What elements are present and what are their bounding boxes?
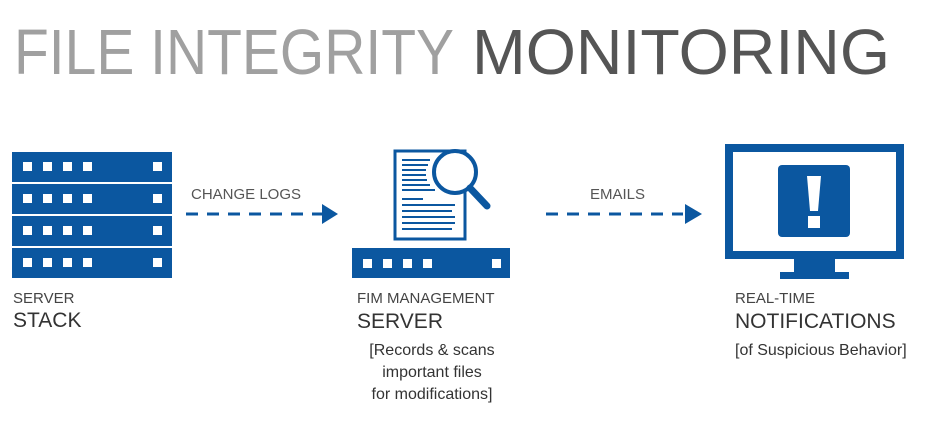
notifications-label-small: REAL-TIME (735, 290, 816, 307)
notifications-label-big: NOTIFICATIONS (735, 310, 896, 333)
fim-note-line: for modifications] (371, 386, 493, 403)
notifications-note: [of Suspicious Behavior] (735, 342, 907, 359)
emails-arrow (546, 204, 702, 224)
fim-note: [Records & scans important files for mod… (357, 340, 507, 406)
document-magnifier-server-icon (352, 149, 510, 278)
change-logs-arrow (186, 204, 338, 224)
server-stack-label-small: SERVER (13, 290, 75, 307)
change-logs-label: CHANGE LOGS (191, 186, 302, 203)
fim-note-line: [Records & scans (369, 342, 495, 359)
monitor-alert-icon (725, 144, 904, 279)
title-light: FILE INTEGRITY (14, 16, 454, 88)
fim-note-line: important files (382, 364, 482, 381)
server-stack-label-big: STACK (13, 309, 82, 332)
fim-label-big: SERVER (357, 310, 443, 333)
server-stack-icon (12, 152, 172, 278)
title-bold: MONITORING (472, 16, 890, 88)
fim-label-small: FIM MANAGEMENT (357, 290, 495, 307)
emails-label: EMAILS (590, 186, 646, 203)
